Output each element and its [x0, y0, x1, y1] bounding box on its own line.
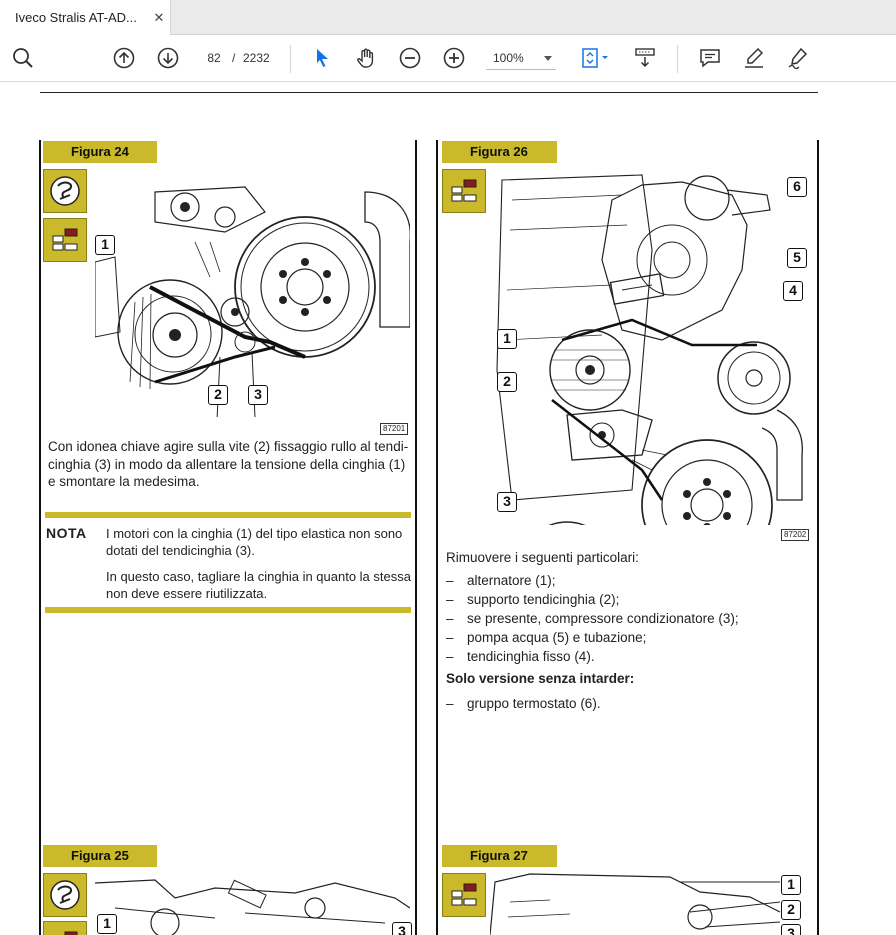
figure-26-engine-drawing: [492, 170, 812, 619]
disassembly-symbol-icon: [442, 873, 486, 917]
nota-paragraph-2: In questo caso, tagliare la cinghia in q…: [106, 569, 411, 601]
list-item-text: supporto tendicinghia (2);: [467, 592, 620, 607]
tab-bar: Iveco Stralis AT-AD... ✕: [0, 0, 896, 35]
callout-1: 1: [497, 329, 517, 349]
column-border: [39, 140, 41, 935]
list-item: –supporto tendicinghia (2);: [446, 590, 811, 609]
callout-2: 2: [781, 900, 801, 920]
fit-page-icon[interactable]: [577, 45, 613, 71]
document-tab[interactable]: Iveco Stralis AT-AD... ✕: [0, 0, 171, 35]
callout-2: 2: [208, 385, 228, 405]
hand-icon[interactable]: [353, 45, 379, 71]
list-item: –se presente, compressore condizionatore…: [446, 609, 811, 628]
page-number-input[interactable]: 82: [207, 51, 221, 65]
callout-3: 3: [248, 385, 268, 405]
prev-page-icon[interactable]: [111, 45, 137, 71]
list-dash: –: [446, 573, 454, 588]
zoom-out-icon[interactable]: [397, 45, 423, 71]
list-dash: –: [446, 630, 454, 645]
search-icon[interactable]: [10, 45, 36, 71]
comment-icon[interactable]: [697, 45, 723, 71]
list-item-text: alternatore (1);: [467, 573, 556, 588]
figure-24-ref: 87201: [380, 423, 409, 435]
zoom-in-icon[interactable]: [441, 45, 467, 71]
zoom-select[interactable]: 100%: [486, 46, 556, 70]
callout-5: 5: [787, 248, 807, 268]
removal-symbol-icon: [43, 169, 87, 213]
callout-3: 3: [392, 922, 412, 935]
figure-25-label: Figura 25: [43, 845, 157, 867]
column-border: [415, 140, 417, 935]
removal-list: –alternatore (1); –supporto tendicinghia…: [446, 571, 811, 666]
nota-paragraph-1: I motori con la cinghia (1) del tipo ela…: [106, 526, 403, 558]
callout-1: 1: [781, 875, 801, 895]
select-cursor-icon[interactable]: [309, 45, 335, 71]
callout-4: 4: [783, 281, 803, 301]
column-border: [436, 140, 438, 935]
nota-top-band: [45, 512, 411, 518]
document-page: Figura 24: [0, 82, 896, 935]
next-page-icon[interactable]: [155, 45, 181, 71]
toolbar-divider: [290, 45, 291, 73]
list-item: –tendicinghia fisso (4).: [446, 647, 811, 666]
tab-title: Iveco Stralis AT-AD...: [15, 10, 137, 25]
figure-26-label: Figura 26: [442, 141, 557, 163]
disassembly-symbol-icon: [442, 169, 486, 213]
nota-label: NOTA: [46, 525, 87, 541]
list-item-text: pompa acqua (5) e tubazione;: [467, 630, 647, 645]
highlight-icon[interactable]: [741, 45, 767, 71]
disassembly-symbol-icon: [43, 218, 87, 262]
chevron-down-icon: [544, 56, 552, 61]
toolbar-divider: [677, 45, 678, 73]
disassembly-symbol-icon: [43, 921, 87, 935]
toolbar: 82 / 2232 100%: [0, 35, 896, 82]
list-item: –alternatore (1);: [446, 571, 811, 590]
callout-3: 3: [497, 492, 517, 512]
callout-3: 3: [781, 924, 801, 935]
column-border: [817, 140, 819, 935]
list-item-text: se presente, compressore condizionatore …: [467, 611, 739, 626]
scroll-mode-icon[interactable]: [632, 45, 658, 71]
figure-26-ref: 87202: [781, 529, 810, 541]
callout-1: 1: [97, 914, 117, 934]
list-dash: –: [446, 592, 454, 607]
close-tab-icon[interactable]: ✕: [153, 9, 165, 25]
removal-symbol-icon: [43, 873, 87, 917]
sign-icon[interactable]: [785, 45, 811, 71]
solo-list: –gruppo termostato (6).: [446, 694, 811, 713]
figure-24-engine-drawing: [94, 182, 411, 463]
callout-1: 1: [95, 235, 115, 255]
page-separator: /: [232, 51, 236, 65]
figure-27-label: Figura 27: [442, 845, 557, 867]
header-rule: [40, 92, 818, 93]
list-dash: –: [446, 696, 454, 711]
list-item: –pompa acqua (5) e tubazione;: [446, 628, 811, 647]
list-item: –gruppo termostato (6).: [446, 694, 811, 713]
figure-25-engine-drawing: [94, 878, 411, 935]
list-dash: –: [446, 611, 454, 626]
list-item-text: tendicinghia fisso (4).: [467, 649, 595, 664]
list-dash: –: [446, 649, 454, 664]
page-total: 2232: [243, 51, 270, 65]
nota-bottom-band: [45, 607, 411, 613]
figure-27-engine-drawing: [489, 872, 810, 935]
callout-6: 6: [787, 177, 807, 197]
figure-24-label: Figura 24: [43, 141, 157, 163]
callout-2: 2: [497, 372, 517, 392]
solo-heading: Solo versione senza intarder:: [446, 671, 635, 686]
removal-intro: Rimuovere i seguenti particolari:: [446, 550, 639, 565]
list-item-text: gruppo termostato (6).: [467, 696, 601, 711]
zoom-value: 100%: [493, 51, 524, 65]
figure-24-caption: Con idonea chiave agire sulla vite (2) f…: [48, 439, 409, 489]
